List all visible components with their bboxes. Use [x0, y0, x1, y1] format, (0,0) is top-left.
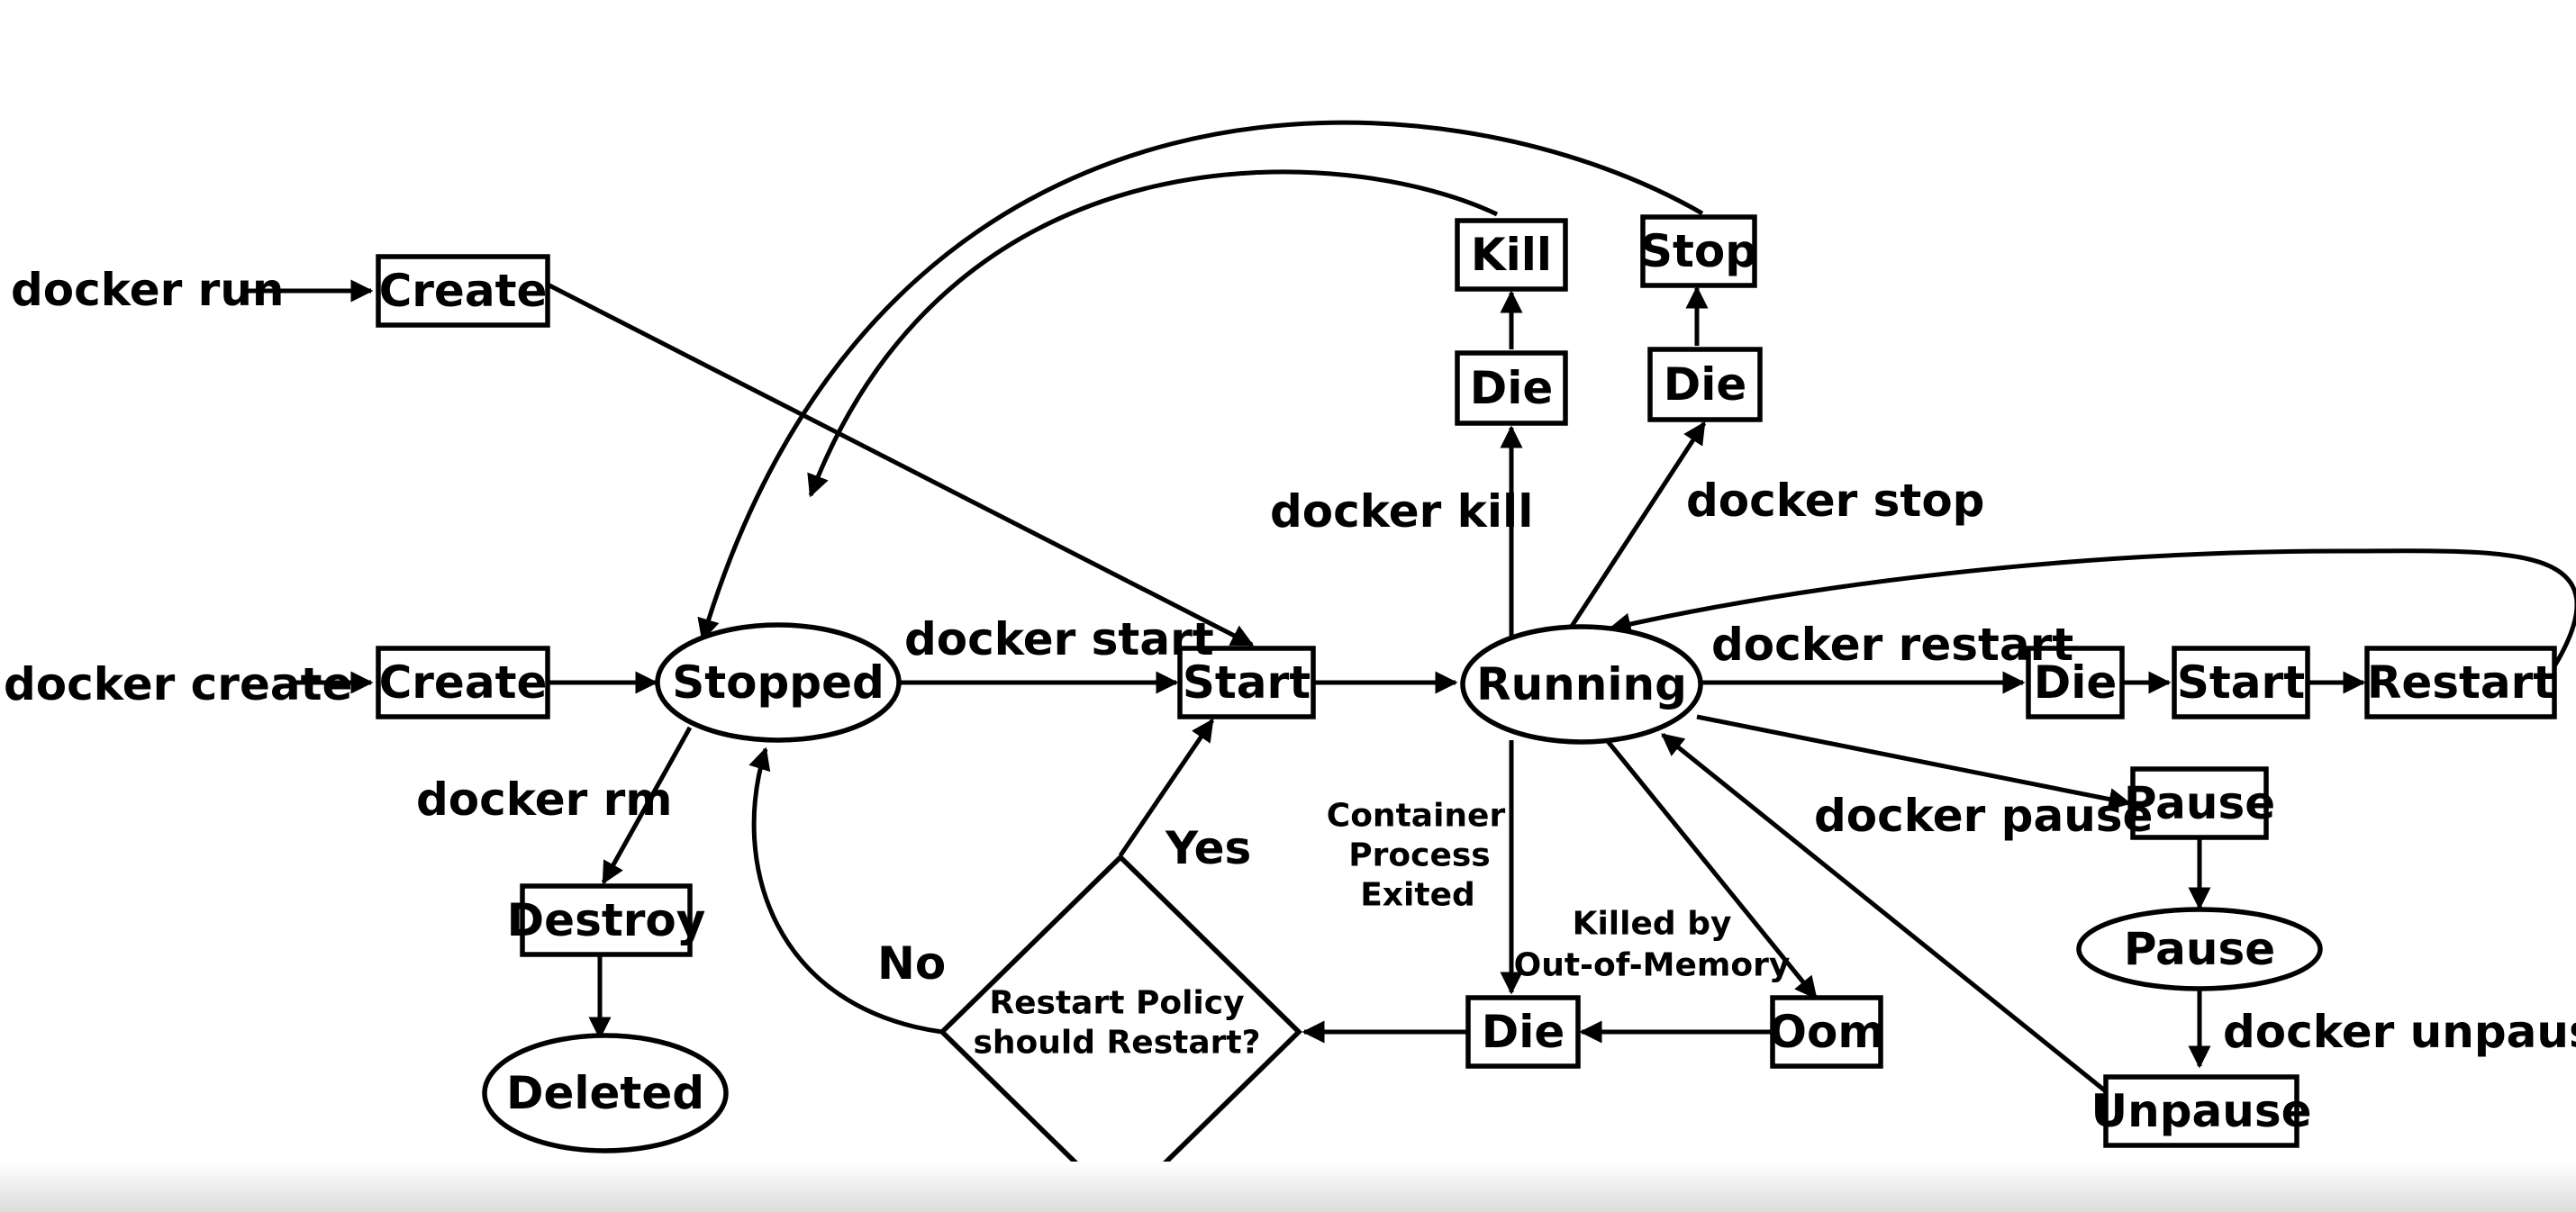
node-unpause: Unpause	[2091, 1074, 2312, 1148]
label-container-exited-3: Exited	[1360, 877, 1475, 914]
edge-kill-to-stopped	[807, 169, 1499, 498]
svg-text:Destroy: Destroy	[507, 894, 706, 946]
node-pause-event: Pause	[2124, 766, 2275, 840]
node-deleted: Deleted	[482, 1033, 729, 1153]
edge-unpause-to-running	[1661, 733, 2108, 1093]
svg-text:Oom: Oom	[1769, 1006, 1885, 1058]
svg-text:Die: Die	[1482, 1006, 1565, 1058]
node-oom: Oom	[1769, 995, 1885, 1069]
svg-text:Restart: Restart	[2367, 656, 2554, 709]
label-docker-run: docker run	[11, 264, 285, 316]
bottom-fade	[0, 1162, 2576, 1212]
edge-running-to-oom	[1605, 738, 1818, 999]
edge-decision-no-to-stopped	[748, 746, 943, 1035]
node-destroy: Destroy	[507, 883, 706, 957]
edge-create-to-start	[546, 282, 1255, 647]
svg-text:Die: Die	[1470, 362, 1554, 414]
svg-text:Die: Die	[1664, 358, 1747, 411]
edge-running-to-die-stop	[1566, 421, 1707, 632]
node-stopped: Stopped	[655, 622, 902, 743]
edge-running-to-pause	[1696, 714, 2132, 810]
svg-text:Pause: Pause	[2124, 923, 2275, 975]
node-die-stop: Die	[1647, 347, 1763, 422]
label-docker-restart: docker restart	[1711, 619, 2073, 671]
node-die-restart: Die	[2026, 646, 2125, 719]
svg-text:Deleted: Deleted	[506, 1067, 704, 1119]
svg-text:Start: Start	[1183, 656, 1311, 709]
edges	[245, 120, 2576, 1093]
node-create-create: Create	[376, 646, 550, 719]
edge-labels: docker run docker create docker start do…	[4, 264, 2576, 1058]
node-running: Running	[1460, 624, 1703, 745]
label-docker-stop: docker stop	[1686, 475, 1984, 527]
label-docker-kill: docker kill	[1270, 485, 1533, 538]
svg-text:Stop: Stop	[1640, 225, 1757, 277]
label-yes: Yes	[1165, 822, 1251, 874]
node-paused: Pause	[2076, 907, 2323, 991]
svg-text:should Restart?: should Restart?	[974, 1025, 1261, 1062]
edge-stopped-to-destroy	[601, 726, 693, 885]
svg-text:Create: Create	[379, 265, 548, 317]
svg-text:Unpause: Unpause	[2091, 1085, 2312, 1137]
svg-text:Start: Start	[2177, 656, 2305, 709]
node-create-run: Create	[376, 254, 550, 328]
label-docker-rm: docker rm	[416, 773, 672, 826]
node-stop: Stop	[1640, 214, 1757, 288]
node-die-kill: Die	[1455, 350, 1568, 426]
svg-text:Kill: Kill	[1471, 229, 1552, 281]
svg-text:Stopped: Stopped	[672, 656, 884, 709]
node-restart: Restart	[2364, 646, 2557, 719]
node-restart-policy-decision: Restart Policy should Restart?	[939, 854, 1302, 1210]
label-docker-pause: docker pause	[1814, 790, 2153, 842]
label-killed-by-2: Out-of-Memory	[1514, 947, 1791, 984]
label-container-exited-2: Process	[1348, 837, 1490, 874]
label-killed-by-1: Killed by	[1573, 906, 1732, 943]
label-docker-create: docker create	[4, 658, 352, 710]
svg-text:Create: Create	[379, 656, 548, 709]
svg-text:Restart Policy: Restart Policy	[989, 985, 1244, 1022]
label-container-exited-1: Container	[1327, 798, 1506, 835]
edge-restart-to-running	[1608, 548, 2576, 668]
node-start: Start	[1177, 646, 1316, 719]
node-kill: Kill	[1455, 218, 1568, 292]
edge-stop-to-stopped	[697, 120, 1704, 642]
node-die-exit: Die	[1465, 995, 1581, 1069]
label-no: No	[877, 937, 946, 990]
node-start-restart: Start	[2172, 646, 2310, 719]
svg-text:Pause: Pause	[2124, 777, 2275, 829]
svg-text:Die: Die	[2034, 656, 2118, 709]
label-docker-start: docker start	[904, 613, 1214, 665]
edge-decision-yes-to-start	[1118, 718, 1215, 857]
label-docker-unpause: docker unpause	[2223, 1006, 2576, 1058]
svg-text:Running: Running	[1476, 658, 1687, 710]
